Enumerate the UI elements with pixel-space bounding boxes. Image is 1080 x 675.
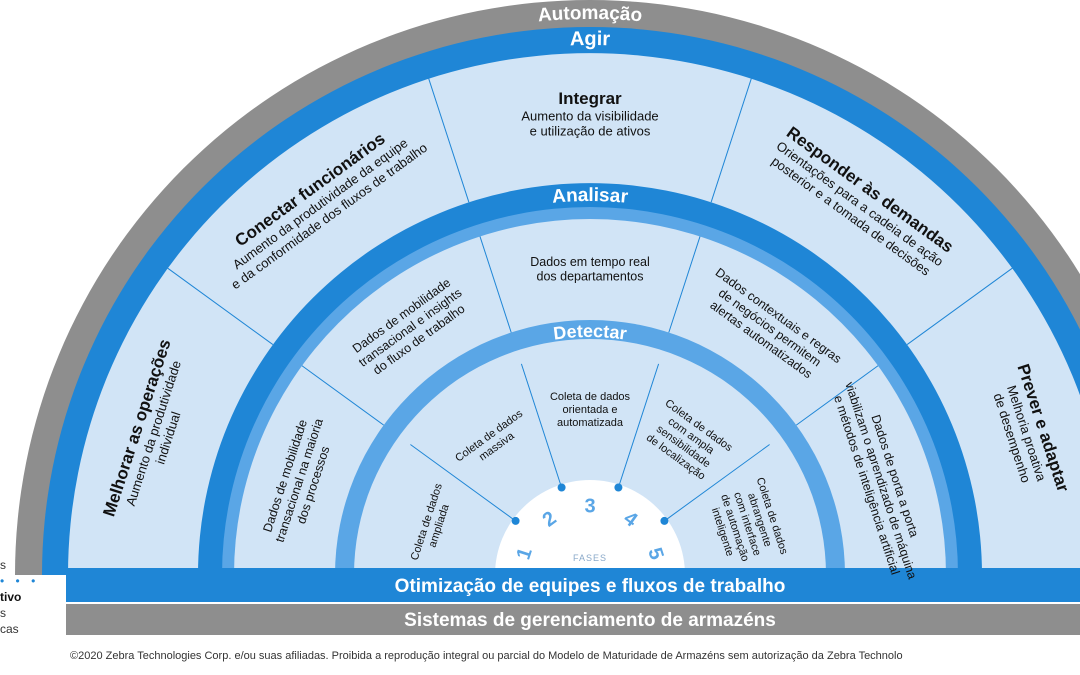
middle-divider-4 — [796, 365, 879, 426]
outer-sector-3-line-2: e utilização de ativos — [530, 124, 651, 139]
outer-divider-4 — [906, 267, 1013, 345]
detect-ring — [368, 353, 812, 575]
outer-divider-1 — [167, 267, 274, 345]
outer-sector-3-line-1: Aumento da visibilidade — [521, 108, 658, 123]
phase-marker-3 — [614, 483, 623, 492]
middle-divider-3 — [668, 236, 701, 333]
inner-divider-2 — [520, 363, 562, 485]
phase-marker-2 — [557, 483, 566, 492]
analyze-label: Analisar — [551, 185, 629, 208]
inner-sector-3-line-1: Coleta de dados — [550, 391, 631, 403]
phase-marker-4 — [660, 516, 669, 525]
side-note-line-1: s — [0, 558, 6, 572]
optimization-label: Otimização de equipes e fluxos de trabal… — [395, 576, 786, 597]
side-note-line-4: cas — [0, 622, 19, 636]
outer-divider-2 — [428, 78, 470, 203]
inner-divider-3 — [618, 363, 660, 485]
act-label: Agir — [570, 28, 611, 50]
detect-label: Detectar — [552, 321, 628, 344]
middle-divider-1 — [301, 365, 384, 426]
middle-sector-3-line-1: Dados em tempo real — [530, 255, 650, 269]
inner-sector-3-line-2: orientada e — [562, 404, 617, 416]
phase-number-3: 3 — [584, 495, 595, 517]
middle-sector-3-line-2: dos departamentos — [536, 270, 643, 284]
outer-divider-3 — [710, 78, 752, 203]
side-note-line-2: tivo — [0, 590, 21, 604]
outer-sector-3-title: Integrar — [558, 89, 622, 108]
phases-center — [495, 480, 685, 575]
side-note-dots: • • • — [0, 574, 40, 588]
side-note-line-3: s — [0, 606, 6, 620]
optimization-bar — [66, 568, 1080, 602]
side-note-emphasis: tivo — [0, 590, 22, 604]
inner-sector-3-line-3: automatizada — [557, 417, 624, 429]
inner-divider-4 — [666, 444, 770, 520]
phases-label: FASES — [573, 553, 607, 563]
systems-label: Sistemas de gerenciamento de armazéns — [404, 610, 776, 631]
inner-divider-1 — [410, 444, 514, 520]
middle-divider-2 — [479, 236, 512, 333]
copyright-footer: ©2020 Zebra Technologies Corp. e/ou suas… — [70, 650, 903, 662]
systems-bar — [66, 604, 1080, 635]
automation-label: Automação — [537, 3, 643, 26]
diagram-rings — [15, 0, 1080, 635]
phase-marker-1 — [511, 516, 520, 525]
